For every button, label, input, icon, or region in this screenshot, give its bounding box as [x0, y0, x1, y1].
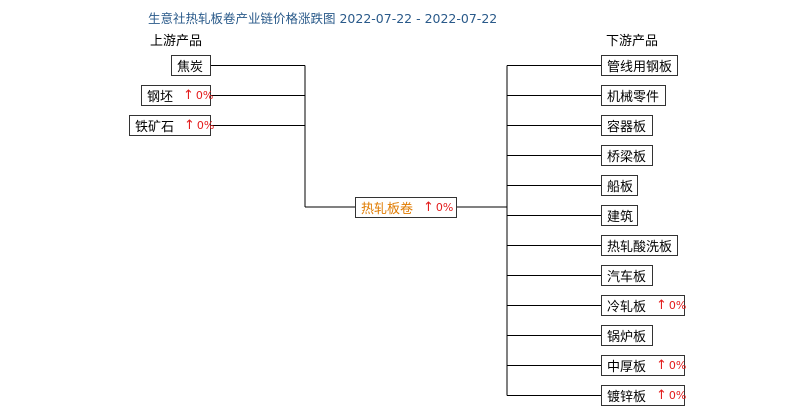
node-label: 钢坯 — [147, 90, 174, 105]
node-label: 管线用钢板 — [607, 60, 673, 75]
node-label: 容器板 — [607, 120, 647, 135]
downstream-node[interactable]: 汽车板 — [601, 265, 653, 286]
node-label: 汽车板 — [607, 270, 647, 285]
change-value: 0% — [668, 299, 687, 312]
node-label: 建筑 — [607, 210, 634, 225]
price-change: ↑0% — [184, 118, 214, 133]
upstream-node[interactable]: 钢坯 ↑0% — [141, 85, 213, 106]
change-value: 0% — [195, 89, 214, 102]
price-change: ↑0% — [656, 388, 686, 403]
change-value: 0% — [668, 389, 687, 402]
arrow-up-icon: ↑ — [423, 200, 434, 215]
node-label: 船板 — [607, 180, 634, 195]
node-label: 焦炭 — [177, 60, 204, 75]
downstream-node[interactable]: 热轧酸洗板 — [601, 235, 678, 256]
page-title: 生意社热轧板卷产业链价格涨跌图 2022-07-22 - 2022-07-22 — [148, 11, 498, 26]
upstream-header: 上游产品 — [150, 34, 203, 49]
price-change: ↑0% — [423, 200, 453, 215]
node-label: 铁矿石 — [135, 120, 175, 135]
node-label: 中厚板 — [607, 360, 647, 375]
node-label: 热轧酸洗板 — [607, 240, 673, 255]
arrow-up-icon: ↑ — [656, 388, 667, 403]
downstream-node[interactable]: 镀锌板 ↑0% — [601, 385, 686, 406]
price-change: ↑0% — [656, 298, 686, 313]
price-change: ↑0% — [183, 88, 213, 103]
node-label: 镀锌板 — [607, 390, 647, 405]
downstream-node[interactable]: 船板 — [601, 175, 638, 196]
downstream-header: 下游产品 — [606, 34, 659, 49]
node-label: 锅炉板 — [607, 330, 647, 345]
downstream-node[interactable]: 容器板 — [601, 115, 653, 136]
change-value: 0% — [196, 119, 215, 132]
upstream-node[interactable]: 焦炭 — [171, 55, 211, 76]
downstream-node[interactable]: 中厚板 ↑0% — [601, 355, 686, 376]
downstream-node[interactable]: 冷轧板 ↑0% — [601, 295, 686, 316]
arrow-up-icon: ↑ — [656, 298, 667, 313]
change-value: 0% — [668, 359, 687, 372]
node-label: 热轧板卷 — [361, 202, 414, 217]
downstream-node[interactable]: 机械零件 — [601, 85, 666, 106]
downstream-node[interactable]: 锅炉板 — [601, 325, 653, 346]
center-node[interactable]: 热轧板卷 ↑0% — [355, 197, 457, 218]
arrow-up-icon: ↑ — [184, 118, 195, 133]
arrow-up-icon: ↑ — [183, 88, 194, 103]
arrow-up-icon: ↑ — [656, 358, 667, 373]
node-label: 桥梁板 — [607, 150, 647, 165]
node-label: 机械零件 — [607, 90, 660, 105]
downstream-node[interactable]: 建筑 — [601, 205, 638, 226]
price-change: ↑0% — [656, 358, 686, 373]
change-value: 0% — [435, 201, 454, 214]
downstream-node[interactable]: 桥梁板 — [601, 145, 653, 166]
downstream-node[interactable]: 管线用钢板 — [601, 55, 678, 76]
node-label: 冷轧板 — [607, 300, 647, 315]
upstream-node[interactable]: 铁矿石 ↑0% — [129, 115, 214, 136]
